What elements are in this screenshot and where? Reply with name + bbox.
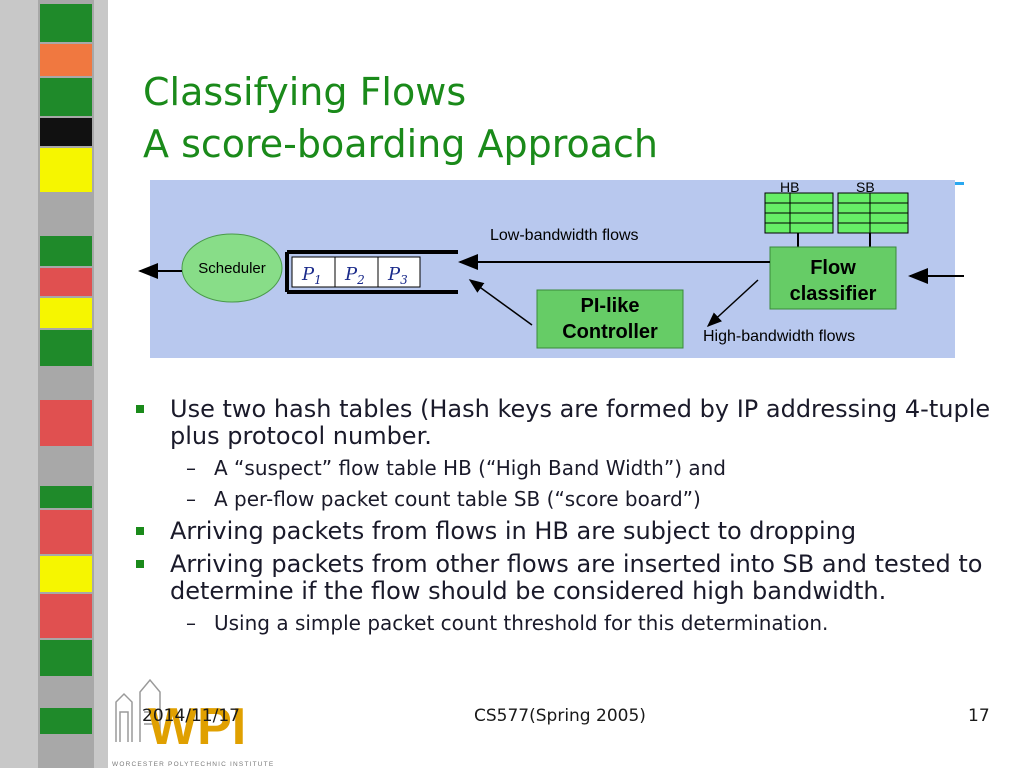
flow-classifier-box: [769, 246, 897, 310]
bullet-3-sub-1: Using a simple packet count threshold fo…: [130, 611, 1000, 636]
sidebar-strip: [40, 236, 92, 266]
sidebar-strip: [40, 400, 92, 446]
sb-label: SB: [856, 179, 875, 195]
sidebar-strip: [40, 486, 92, 508]
footer-page-number: 17: [968, 706, 990, 726]
wpi-logo: WPI WORCESTER POLYTECHNIC INSTITUTE: [112, 678, 274, 768]
classifier-line-2: classifier: [790, 283, 877, 305]
logo-tagline: WORCESTER POLYTECHNIC INSTITUTE: [112, 761, 274, 768]
footer-date: 2014/11/17: [142, 706, 240, 726]
sidebar-strip: [40, 44, 92, 76]
sidebar-strip: [40, 708, 92, 734]
sidebar-strip: [40, 556, 92, 592]
high-bandwidth-label: High-bandwidth flows: [703, 328, 855, 345]
scheduler-node: [181, 233, 283, 303]
packet-queue: [285, 250, 458, 294]
sidebar-strip: [40, 118, 92, 146]
bullet-1-sub-2: A per-flow packet count table SB (“score…: [130, 487, 1000, 512]
slide-title: Classifying Flows A score-boarding Appro…: [143, 66, 658, 170]
hb-table: [764, 192, 834, 234]
high-bw-arrow: [706, 279, 759, 328]
sidebar-strip: [40, 510, 92, 554]
sidebar-strip: [40, 4, 92, 42]
sidebar-strip: [40, 330, 92, 366]
queue-packet-2: P2: [344, 264, 365, 287]
sidebar-strip: [40, 268, 92, 296]
title-line-1: Classifying Flows: [143, 70, 467, 114]
footer-course: CS577(Spring 2005): [474, 706, 646, 726]
hb-label: HB: [780, 179, 799, 195]
logo-text: WPI: [148, 698, 246, 756]
sidebar-strip: [40, 298, 92, 328]
controller-box: [536, 289, 684, 349]
low-bandwidth-label: Low-bandwidth flows: [490, 227, 639, 244]
flow-diagram-graphic: HB SB Flow classifier PI-like Controller…: [138, 179, 964, 349]
sb-table: [837, 192, 909, 234]
classifier-line-1: Flow: [810, 257, 856, 279]
title-line-2: A score-boarding Approach: [143, 122, 659, 166]
controller-line-2: Controller: [562, 321, 658, 343]
queue-packet-1: P1: [301, 264, 322, 287]
scheduler-label: Scheduler: [198, 260, 266, 277]
slide-body: Use two hash tables (Hash keys are forme…: [130, 396, 1000, 642]
bullet-2: Arriving packets from flows in HB are su…: [130, 518, 1000, 545]
sidebar-strip: [40, 78, 92, 116]
sidebar-strip: [40, 640, 92, 676]
controller-line-1: PI-like: [581, 295, 640, 317]
bullet-1-sub-1: A “suspect” flow table HB (“High Band Wi…: [130, 456, 1000, 481]
bullet-1: Use two hash tables (Hash keys are forme…: [130, 396, 1000, 450]
controller-arrow: [468, 279, 533, 326]
queue-packet-3: P3: [387, 264, 408, 287]
building-icon: [115, 678, 161, 742]
decorative-sidebar: [0, 0, 108, 768]
sidebar-strip: [40, 148, 92, 192]
sidebar-strip: [40, 594, 92, 638]
bullet-3: Arriving packets from other flows are in…: [130, 551, 1000, 605]
